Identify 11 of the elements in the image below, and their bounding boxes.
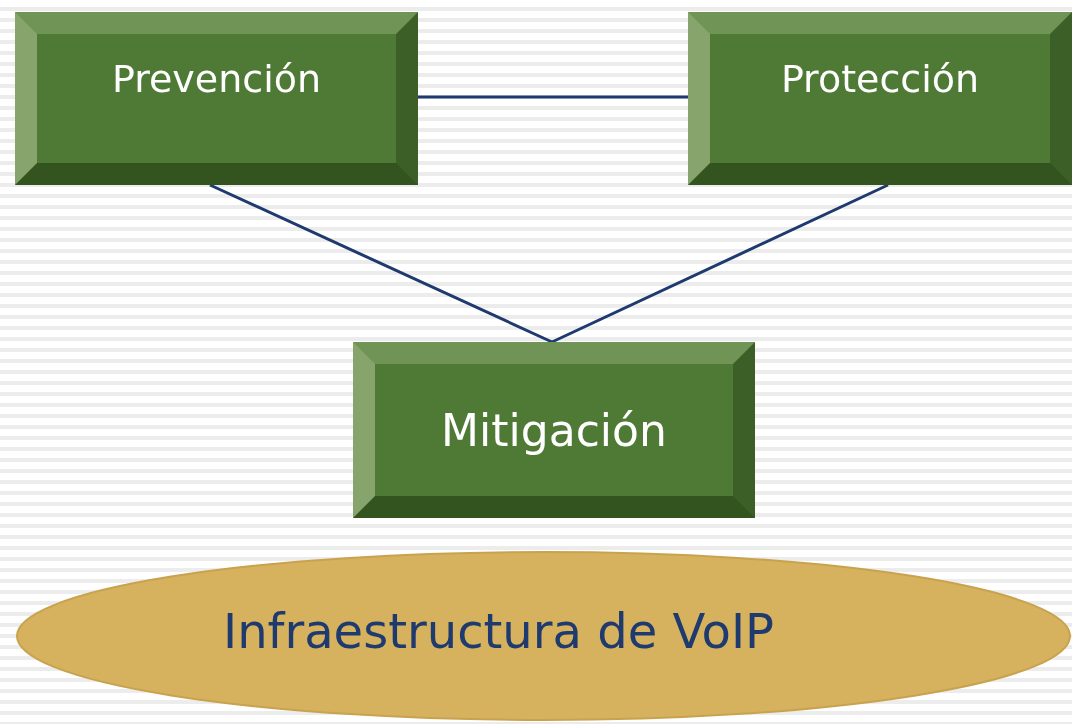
process-box xyxy=(688,12,1072,185)
box-label: Protección xyxy=(780,56,980,101)
connector-line xyxy=(418,95,688,99)
process-box xyxy=(15,12,418,185)
box-label: Prevención xyxy=(111,56,322,101)
ellipse-label: Infraestructura de VoIP xyxy=(223,603,774,659)
connector-line xyxy=(209,183,553,344)
connector-line xyxy=(551,183,889,344)
ellipse-shape xyxy=(15,550,1072,722)
process-box xyxy=(353,342,755,518)
box-label: Mitigación xyxy=(441,404,667,456)
